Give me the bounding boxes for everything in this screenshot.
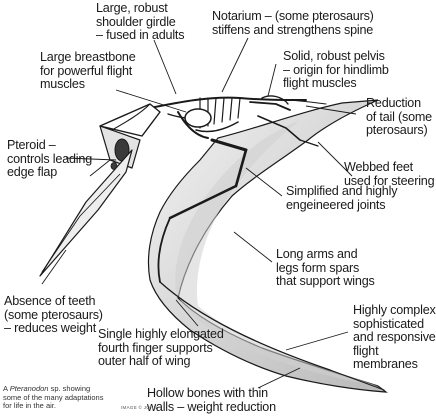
label-line: Long arms and — [276, 247, 358, 261]
figure-caption: A Pteranodon sp. showing some of the man… — [3, 384, 104, 411]
caption-line-2: some of the many adaptations — [3, 392, 104, 402]
label-line: walls – weight reduction — [147, 399, 276, 414]
label-line: stiffens and strengthens spine — [212, 22, 374, 37]
label-notarium: Notarium – (some pterosaurs) stiffens an… — [212, 9, 374, 37]
label-line: controls leading — [7, 151, 93, 166]
caption-line-1: A Pteranodon sp. showing — [3, 384, 103, 394]
label-line: Single highly elongated — [98, 327, 224, 341]
label-line: edge flap — [7, 165, 58, 179]
label-line: Large breastbone — [40, 50, 136, 64]
wing-shading — [175, 120, 378, 386]
label-line: shoulder girdle — [96, 14, 176, 29]
label-line: sophisticated — [353, 316, 424, 331]
label-fourth-finger: Single highly elongated fourth finger su… — [98, 327, 224, 369]
label-line: Reduction — [366, 96, 421, 110]
label-line: Large, robust — [96, 1, 168, 15]
label-line: muscles — [40, 77, 85, 91]
caption-prefix: A — [3, 384, 10, 393]
label-line: flight — [353, 343, 379, 358]
skull — [39, 103, 161, 277]
label-spars: Long arms and legs form spars that suppo… — [276, 247, 375, 289]
label-pteroid: Pteroid – controls leading edge flap — [7, 138, 93, 180]
label-tail: Reduction of tail (some pterosaurs) — [366, 96, 432, 138]
label-line: Hollow bones with thin — [147, 386, 268, 400]
label-line: engeineered joints — [286, 197, 386, 212]
label-line: of tail (some — [366, 109, 432, 124]
label-line: (some pterosaurs) — [4, 307, 103, 322]
label-shoulder-girdle: Large, robust shoulder girdle – fused in… — [96, 1, 185, 43]
label-webbed-feet: Webbed feet used for steering — [344, 160, 435, 188]
label-line: Highly complex, — [353, 303, 436, 317]
label-line: and responsive — [353, 330, 436, 344]
label-joints: Simplified and highly engeineered joints — [286, 184, 398, 212]
label-pelvis: Solid, robust pelvis – origin for hindli… — [283, 49, 389, 91]
label-line: Simplified and highly — [286, 184, 398, 198]
label-line: Notarium – (some pterosaurs) — [212, 9, 374, 23]
label-teeth: Absence of teeth (some pterosaurs) – red… — [4, 294, 103, 336]
label-hollow-bones: Hollow bones with thin walls – weight re… — [147, 386, 276, 414]
label-line: used for steering — [344, 173, 435, 188]
leader-lines — [41, 37, 357, 389]
label-line: Webbed feet — [344, 160, 413, 174]
label-line: pterosaurs) — [366, 123, 428, 137]
caption-species: Pteranodon — [9, 384, 49, 393]
caption-suffix: sp. showing — [48, 384, 91, 393]
label-line: – reduces weight — [4, 321, 97, 335]
label-line: Solid, robust pelvis — [283, 49, 385, 63]
label-line: that support wings — [276, 274, 375, 288]
label-breastbone: Large breastbone for powerful flight mus… — [40, 50, 136, 92]
wing-bones — [157, 115, 385, 391]
label-line: Absence of teeth — [4, 294, 96, 308]
image-credit: IMAGE © JOHN — [121, 405, 158, 410]
label-membranes: Highly complex, sophisticated and respon… — [353, 303, 436, 372]
label-line: – origin for hindlimb — [283, 62, 389, 77]
caption-line-3: for life in the air. — [3, 401, 56, 411]
label-line: legs form spars — [276, 260, 360, 275]
label-line: Pteroid – — [7, 138, 56, 152]
label-line: membranes — [353, 357, 418, 371]
label-line: for powerful flight — [40, 63, 133, 78]
label-line: flight muscles — [283, 76, 357, 90]
label-line: outer half of wing — [98, 354, 191, 368]
label-line: fourth finger supports — [98, 340, 213, 355]
label-line: – fused in adults — [96, 28, 185, 42]
skeleton-body — [149, 95, 327, 139]
